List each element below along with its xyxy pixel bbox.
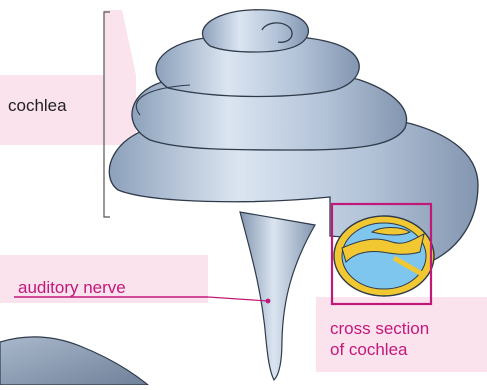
adjacent-structure [0,337,148,385]
cross-section-label-line1: cross section [330,318,429,339]
auditory-nerve-pointer [208,297,268,301]
auditory-nerve-dot [266,299,271,304]
cross-section-label-line2: of cochlea [330,339,429,360]
cochlea-tier-1 [202,10,308,52]
cochlea-label: cochlea [8,95,67,116]
cochlea-bracket-bg [104,10,136,75]
cross-section-label: cross section of cochlea [330,318,429,360]
auditory-nerve-stem [240,212,315,380]
auditory-nerve-label: auditory nerve [18,277,126,298]
cross-section [334,216,434,296]
